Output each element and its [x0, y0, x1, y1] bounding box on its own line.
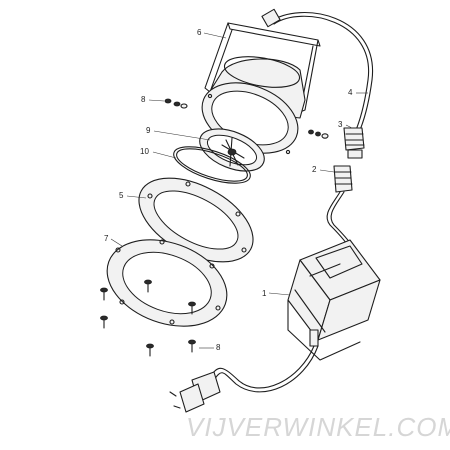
front-ring-part-5 — [138, 177, 254, 263]
callout-6: 6 — [197, 28, 202, 37]
gasket-part-10 — [173, 146, 251, 184]
mounting-screws — [100, 279, 196, 357]
callout-9: 9 — [146, 126, 151, 135]
screw — [146, 343, 154, 357]
transformer-part-1 — [287, 239, 381, 361]
callout-1: 1 — [262, 289, 267, 298]
mains-cable-and-plug — [169, 345, 319, 413]
screw — [100, 315, 108, 329]
screw — [188, 339, 196, 353]
watermark-text: VIJVERWINKEL.COM — [186, 412, 450, 442]
callout-8-top: 8 — [141, 95, 146, 104]
power-cable-part-4 — [261, 8, 373, 131]
screw — [144, 279, 152, 293]
callout-2: 2 — [312, 165, 317, 174]
leader-lines — [110, 32, 368, 349]
cable-connector-part-3 — [343, 127, 365, 159]
cable-connector-part-2 — [326, 165, 357, 253]
screw — [100, 287, 108, 301]
callout-7: 7 — [104, 234, 109, 243]
callout-3: 3 — [338, 120, 343, 129]
callout-labels: 6 8 9 10 5 7 4 3 2 1 8 — [104, 28, 353, 352]
callout-10: 10 — [140, 147, 149, 156]
small-screws-top — [164, 98, 188, 109]
callout-4: 4 — [348, 88, 353, 97]
mounting-flange-part-7 — [106, 239, 228, 327]
screw — [188, 301, 196, 315]
callout-8-bottom: 8 — [216, 343, 221, 352]
small-screws-right — [308, 129, 329, 139]
callout-5: 5 — [119, 191, 124, 200]
